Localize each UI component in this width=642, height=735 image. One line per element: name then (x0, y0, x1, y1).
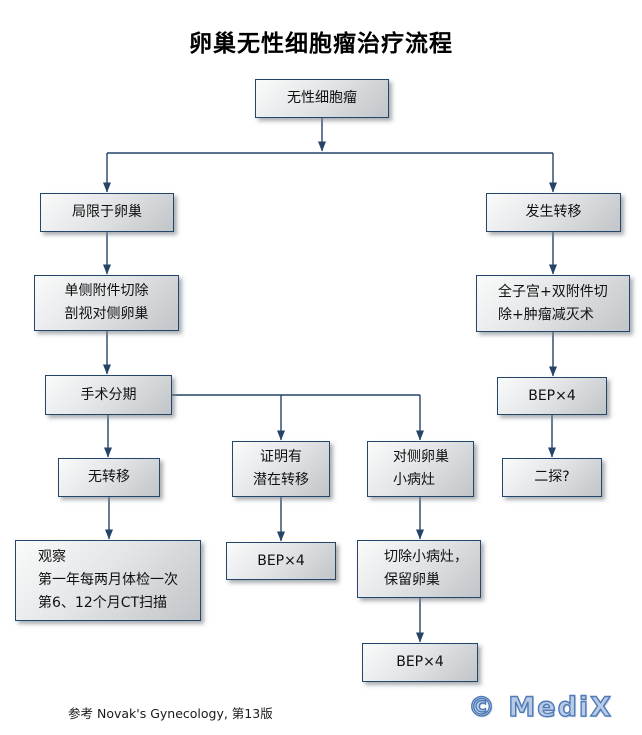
node-observation: 观察 第一年每两月体检一次 第6、12个月CT扫描 (15, 540, 201, 621)
node-excise-lesion: 切除小病灶， 保留卵巢 (357, 540, 481, 598)
node-label: 发生转移 (525, 204, 582, 220)
node-label: 第6、12个月CT扫描 (38, 595, 168, 611)
node-label: 局限于卵巢 (72, 204, 142, 220)
node-label: 第一年每两月体检一次 (38, 572, 178, 588)
node-unilateral-adnexectomy: 单侧附件切除 剖视对侧卵巢 (34, 275, 179, 331)
node-label: 手术分期 (80, 386, 137, 403)
node-second-look: 二探? (502, 458, 602, 497)
node-label: 对侧卵巢 (393, 449, 449, 465)
node-no-metastasis: 无转移 (58, 458, 160, 497)
node-label: 剖视对侧卵巢 (64, 306, 149, 322)
medix-logo: © MediX (467, 691, 613, 723)
node-bep-mid: BEP×4 (226, 542, 336, 580)
page-title: 卵巢无性细胞瘤治疗流程 (189, 31, 453, 57)
node-bep-lower: BEP×4 (362, 643, 478, 682)
node-label: 观察 (38, 549, 66, 565)
node-label: BEP×4 (396, 654, 444, 670)
node-label: 单侧附件切除 (64, 283, 149, 299)
node-label: 保留卵巢 (384, 572, 440, 588)
node-occult-metastasis: 证明有 潜在转移 (232, 441, 330, 497)
node-label: 潜在转移 (253, 472, 309, 488)
node-label: 无性细胞瘤 (287, 90, 357, 106)
node-label: 无转移 (88, 469, 130, 485)
node-label: BEP×4 (257, 552, 305, 569)
node-label: 二探? (534, 469, 570, 485)
node-label: 除+肿瘤减灭术 (498, 306, 594, 323)
node-label: 小病灶 (393, 472, 435, 488)
node-confined-to-ovary: 局限于卵巢 (40, 193, 174, 232)
node-label: 证明有 (260, 449, 302, 465)
node-label: BEP×4 (528, 387, 576, 404)
node-hysterectomy-debulking: 全子宫+双附件切 除+肿瘤减灭术 (476, 275, 630, 332)
node-metastasis-present: 发生转移 (486, 193, 621, 232)
node-dysgerminoma: 无性细胞瘤 (255, 79, 389, 118)
node-surgical-staging: 手术分期 (45, 375, 172, 415)
node-contralateral-small-lesion: 对侧卵巢 小病灶 (367, 441, 474, 497)
reference-text: 参考 Novak's Gynecology, 第13版 (68, 706, 273, 721)
node-label: 切除小病灶， (384, 549, 468, 565)
node-bep-right: BEP×4 (497, 377, 607, 415)
node-label: 全子宫+双附件切 (498, 283, 608, 300)
